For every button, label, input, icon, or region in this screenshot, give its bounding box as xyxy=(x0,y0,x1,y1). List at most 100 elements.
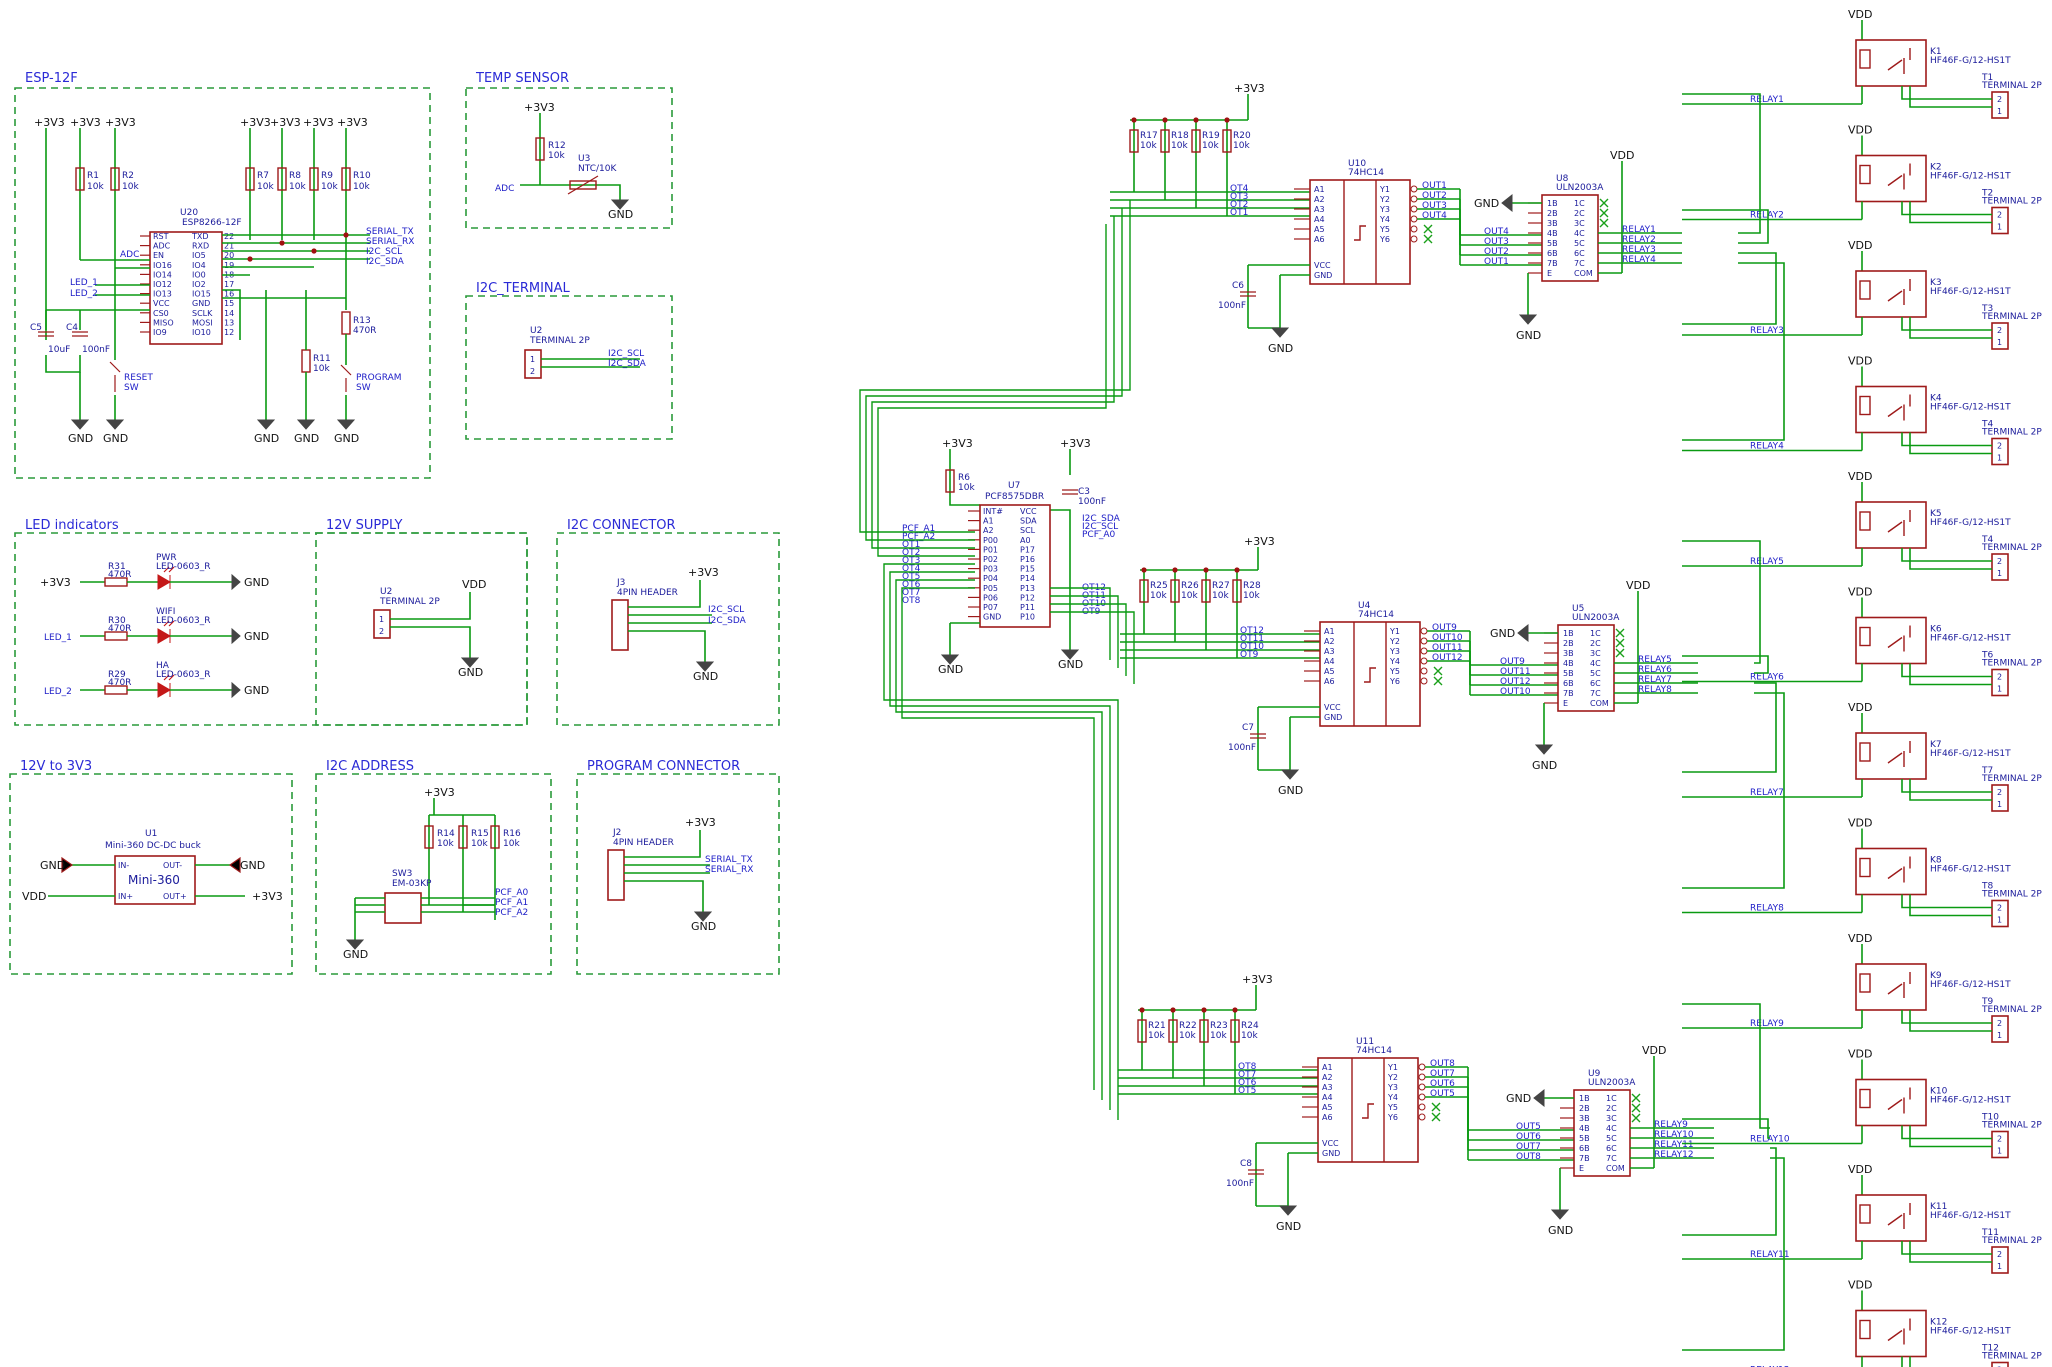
esp-pin-io0: IO0 xyxy=(192,270,206,279)
program-gnd: GND xyxy=(691,920,716,933)
temp-u3-ref: U3 xyxy=(578,154,590,164)
addr-r15-val: 10k xyxy=(471,839,488,849)
pcf-pin-p01: P01 xyxy=(983,545,998,554)
relay-net: RELAY8 xyxy=(1750,904,1784,914)
temp-section: +3V3 R12 10k U3 NTC/10K ADC GND xyxy=(495,101,633,221)
uln-gnd-in: GND xyxy=(1474,197,1499,210)
esp-c5-val: 10uF xyxy=(48,345,70,355)
uln-pin-2b: 2B xyxy=(1547,209,1558,218)
bank-ot-net: OT6 xyxy=(1238,1078,1257,1088)
led-name: HA xyxy=(156,661,170,671)
uln-pin-com: COM xyxy=(1590,699,1609,708)
bank-gnd: GND xyxy=(1268,342,1293,355)
esp-pin-num: 12 xyxy=(224,328,234,337)
hc14-pin-y5: Y5 xyxy=(1389,667,1400,676)
relay-part: HF46F-G/12-HS1T xyxy=(1930,749,2011,759)
relay-body xyxy=(1855,1194,1927,1242)
program-header xyxy=(607,849,625,901)
hc14-pin-a4: A4 xyxy=(1314,215,1325,224)
led-r-val: 470R xyxy=(108,624,131,634)
pcf-chip xyxy=(979,504,1051,628)
esp-r10-val: 10k xyxy=(353,182,370,192)
led-r-ref: R31 xyxy=(108,562,126,572)
bank-r-val: 10k xyxy=(1150,591,1167,601)
pcf-r6-ref: R6 xyxy=(958,473,970,483)
svg-text:2: 2 xyxy=(379,627,384,636)
terminal-ref: T1 xyxy=(1981,73,1993,83)
relay-vdd: VDD xyxy=(1848,1163,1872,1176)
pcf-pin-p06: P06 xyxy=(983,593,998,602)
uln-pin-3b: 3B xyxy=(1563,649,1574,658)
hc14-pin-a3: A3 xyxy=(1314,205,1325,214)
supply12-val: TERMINAL 2P xyxy=(379,597,440,607)
net-adc-esp: ADC xyxy=(120,250,139,260)
relay-ref: K4 xyxy=(1930,394,1942,404)
relay-ref: K12 xyxy=(1930,1318,1947,1328)
bank-r-ref: R23 xyxy=(1210,1021,1228,1031)
bank-cap-val: 100nF xyxy=(1228,743,1256,753)
hc14-val: 74HC14 xyxy=(1348,168,1384,178)
esp-pin-io5: IO5 xyxy=(192,251,206,260)
supply12-title: 12V SUPPLY xyxy=(326,518,403,533)
hc14-pin-y1: Y1 xyxy=(1387,1063,1398,1072)
uln-pin-5c: 5C xyxy=(1606,1134,1617,1143)
relay-ref: K8 xyxy=(1930,856,1942,866)
pcf-pin-a2: A2 xyxy=(983,526,994,535)
esp-pin-adc: ADC xyxy=(153,242,171,251)
esp-pin-io2: IO2 xyxy=(192,280,206,289)
svg-text:1: 1 xyxy=(1997,338,2002,347)
uln-pin-5b: 5B xyxy=(1547,239,1558,248)
led-part: LED-0603_R xyxy=(156,670,211,680)
addr-r14-val: 10k xyxy=(437,839,454,849)
esp-pin-num: 17 xyxy=(224,280,234,289)
uln-in-net: OUT6 xyxy=(1516,1132,1541,1142)
bank-out-net: OUT8 xyxy=(1430,1059,1455,1069)
hc14-pin-y3: Y3 xyxy=(1379,205,1390,214)
esp-r13-val: 470R xyxy=(353,326,376,336)
uln-pin-5b: 5B xyxy=(1579,1134,1590,1143)
uln-pin-7b: 7B xyxy=(1579,1154,1590,1163)
pcf-net-left: OT2 xyxy=(902,548,920,558)
pcf-c3-ref: C3 xyxy=(1078,487,1090,497)
bank-v33: +3V3 xyxy=(1244,535,1275,548)
addr-gnd: GND xyxy=(343,948,368,961)
pcf-net-left: PCF_A1 xyxy=(902,524,935,534)
bank-3: +3V3R2110kR2210kR2310kR2410kOT8OT7OT6OT5… xyxy=(1118,973,1714,1237)
relay-net: RELAY2 xyxy=(1750,211,1784,221)
bank-1: +3V3R1710kR1810kR1910kR2010kOT4OT3OT2OT1… xyxy=(1110,82,1682,355)
uln-pin-6c: 6C xyxy=(1590,679,1601,688)
pcf-net-left: OT1 xyxy=(902,540,920,550)
uln-pin-3b: 3B xyxy=(1547,219,1558,228)
uln-pin-4c: 4C xyxy=(1606,1124,1617,1133)
led-part: LED-0603_R xyxy=(156,562,211,572)
svg-text:2: 2 xyxy=(1997,1250,2002,1259)
relay-ref: K10 xyxy=(1930,1087,1948,1097)
pcf-pin-a1: A1 xyxy=(983,517,994,526)
hc14-pin-y5: Y5 xyxy=(1387,1103,1398,1112)
pcf-pin-p16: P16 xyxy=(1020,555,1035,564)
terminal-ref: T2 xyxy=(1981,189,1993,199)
hc14-pin-y5: Y5 xyxy=(1379,225,1390,234)
i2c-terminal-val: TERMINAL 2P xyxy=(529,336,590,346)
reset-sw: SW xyxy=(124,383,139,393)
i2c-connector-scl: I2C_SCL xyxy=(708,605,744,615)
relay-part: HF46F-G/12-HS1T xyxy=(1930,980,2011,990)
hc14-pin-a4: A4 xyxy=(1324,657,1335,666)
buck-pin-outm: OUT- xyxy=(163,861,182,870)
led-name: PWR xyxy=(156,553,177,563)
hc14-pin-y4: Y4 xyxy=(1389,657,1400,666)
led-r-ref: R29 xyxy=(108,670,126,680)
terminal-block xyxy=(1991,91,2009,119)
esp-gnd-2: GND xyxy=(103,432,128,445)
bank-r-ref: R24 xyxy=(1241,1021,1259,1031)
hc14-pin-y4: Y4 xyxy=(1387,1093,1398,1102)
uln-pin-1b: 1B xyxy=(1547,199,1558,208)
pcf-net-left: OT6 xyxy=(902,580,921,590)
bank-r-ref: R28 xyxy=(1243,581,1261,591)
uln-pin-5c: 5C xyxy=(1574,239,1585,248)
bank-r-val: 10k xyxy=(1243,591,1260,601)
pcf-net-left: OT4 xyxy=(902,564,921,574)
temp-gnd: GND xyxy=(608,208,633,221)
bank-v33: +3V3 xyxy=(1234,82,1265,95)
uln-pin-1c: 1C xyxy=(1574,199,1585,208)
